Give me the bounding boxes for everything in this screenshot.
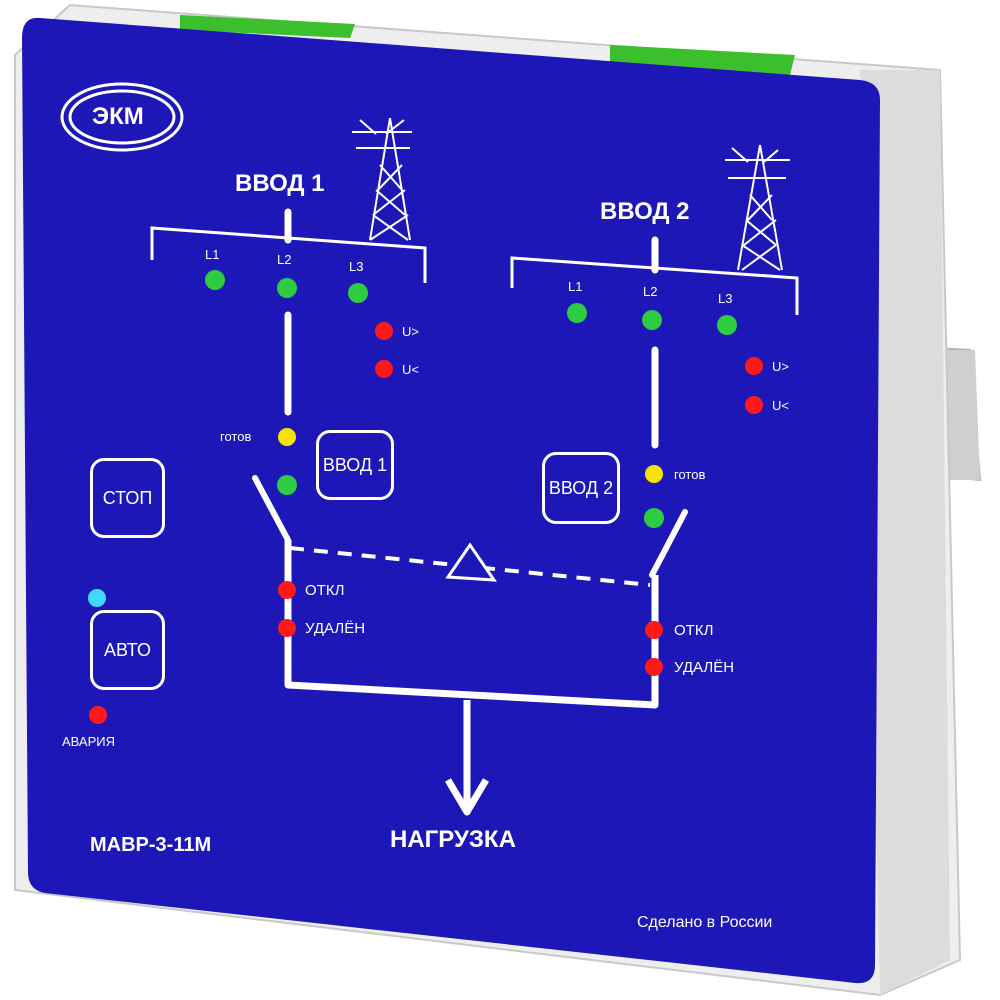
led-input1-l2: [277, 278, 297, 298]
input2-title: ВВОД 2: [600, 198, 690, 225]
input2-ready-label: готов: [674, 467, 706, 482]
brand-logo: ЭКМ: [92, 103, 144, 130]
led-input1-remote: [278, 619, 296, 637]
load-label: НАГРУЗКА: [390, 826, 516, 853]
auto-button[interactable]: АВТО: [90, 610, 165, 690]
input1-remote-label: УДАЛЁН: [305, 620, 366, 637]
logo-ring: [60, 82, 184, 152]
input2-button[interactable]: ВВОД 2: [542, 452, 620, 524]
led-alarm: [89, 706, 107, 724]
led-input1-overvoltage: [375, 322, 393, 340]
led-input2-l1: [567, 303, 587, 323]
input1-button[interactable]: ВВОД 1: [316, 430, 394, 500]
led-input2-off: [645, 621, 663, 639]
power-tower-1-icon: [352, 117, 412, 241]
input1-undervoltage-label: U<: [402, 362, 419, 377]
led-input1-undervoltage: [375, 360, 393, 378]
led-input1-l1: [205, 270, 225, 290]
led-input1-l3: [348, 283, 368, 303]
input2-off-label: ОТКЛ: [674, 622, 714, 639]
led-input2-on: [644, 508, 664, 528]
input1-overvoltage-label: U>: [402, 324, 419, 339]
led-input2-overvoltage: [745, 357, 763, 375]
input2-phase-l1: L1: [568, 279, 583, 294]
input1-phase-l3: L3: [349, 259, 364, 274]
power-tower-2-icon: [725, 144, 790, 271]
led-input2-l2: [642, 310, 662, 330]
led-auto: [88, 589, 106, 607]
load-arrow-icon: [444, 778, 490, 816]
input2-remote-label: УДАЛЁН: [674, 659, 735, 676]
input2-phase-l2: L2: [643, 284, 658, 299]
input2-overvoltage-label: U>: [772, 359, 789, 374]
top-clip: [180, 15, 355, 38]
interlock-triangle-icon: [445, 542, 497, 582]
led-input2-l3: [717, 315, 737, 335]
input1-ready-label: готов: [220, 429, 252, 444]
input1-title: ВВОД 1: [235, 170, 325, 197]
input1-phase-l2: L2: [277, 252, 292, 267]
switch-blade-1: [252, 475, 291, 543]
stop-button[interactable]: СТОП: [90, 458, 165, 538]
model-name: МАВР-3-11М: [90, 834, 212, 856]
alarm-label: АВАРИЯ: [62, 734, 115, 749]
made-in-label: Сделано в России: [637, 914, 773, 931]
input2-undervoltage-label: U<: [772, 398, 789, 413]
input1-off-label: ОТКЛ: [305, 582, 345, 599]
led-input1-ready: [278, 428, 296, 446]
led-input2-ready: [645, 465, 663, 483]
input1-phase-l1: L1: [205, 247, 220, 262]
led-input2-remote: [645, 658, 663, 676]
input2-phase-l3: L3: [718, 291, 733, 306]
front-panel: [22, 17, 880, 984]
load-bus: [284, 540, 659, 709]
led-input1-off: [278, 581, 296, 599]
switch-blade-2: [649, 509, 688, 578]
led-input1-on: [277, 475, 297, 495]
led-input2-undervoltage: [745, 396, 763, 414]
